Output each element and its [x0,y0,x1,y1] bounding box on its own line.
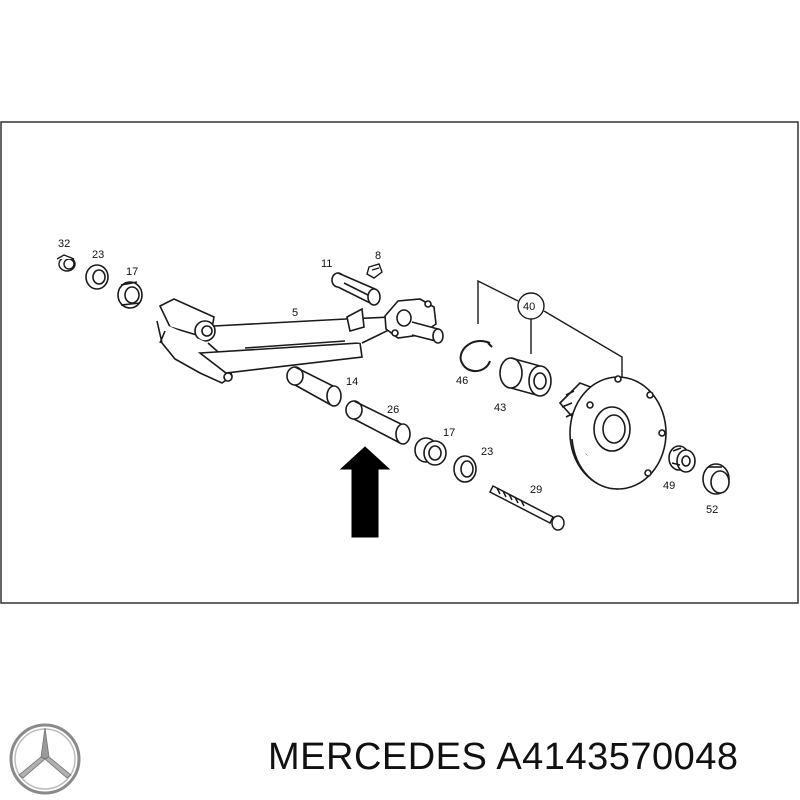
part-14-sleeve [286,366,342,407]
callout-17-bottom: 17 [443,427,455,439]
callout-23-top: 23 [92,249,104,261]
diagram-border [0,121,799,604]
footer: MERCEDES A4143570048 [0,700,800,800]
part-40-group-callout [477,279,623,377]
part-26-sleeve [345,400,411,445]
part-52-grease-cap [702,463,730,495]
callout-23-bottom: 23 [481,446,493,458]
part-43-wheel-bearing [499,357,552,397]
callout-49: 49 [663,480,675,492]
part-number-caption: MERCEDES A4143570048 [268,736,739,778]
part-32-nut [56,254,76,272]
callout-32: 32 [58,238,70,250]
part-46-circlip [459,340,493,372]
callout-5: 5 [292,307,298,319]
callout-17-top: 17 [126,266,138,278]
callout-40: 40 [523,301,535,313]
callout-52: 52 [706,504,718,516]
part-49-grooved-nut [668,445,696,473]
part-8-nut [366,263,383,279]
callout-26: 26 [387,404,399,416]
exploded-view-svg: 32 23 17 5 11 8 [0,121,799,604]
callout-14: 14 [346,376,358,388]
mercedes-star-icon [9,723,81,795]
callout-8: 8 [375,250,381,262]
parts-diagram: 32 23 17 5 11 8 [0,121,799,604]
callout-46: 46 [456,375,468,387]
part-29-wheel-bolt [488,484,565,531]
part-17-bearing-top [117,281,143,309]
indicator-arrow-icon [339,446,391,538]
part-17-bearing-bottom [414,437,447,466]
part-23-seal-bottom [453,455,477,483]
callout-11: 11 [321,258,332,270]
part-11-bolt [331,272,381,306]
wheel-hub [558,375,667,490]
callout-43: 43 [494,402,506,414]
part-23-seal-top [85,264,109,290]
callout-29: 29 [530,484,542,496]
mounting-bracket [346,298,444,344]
